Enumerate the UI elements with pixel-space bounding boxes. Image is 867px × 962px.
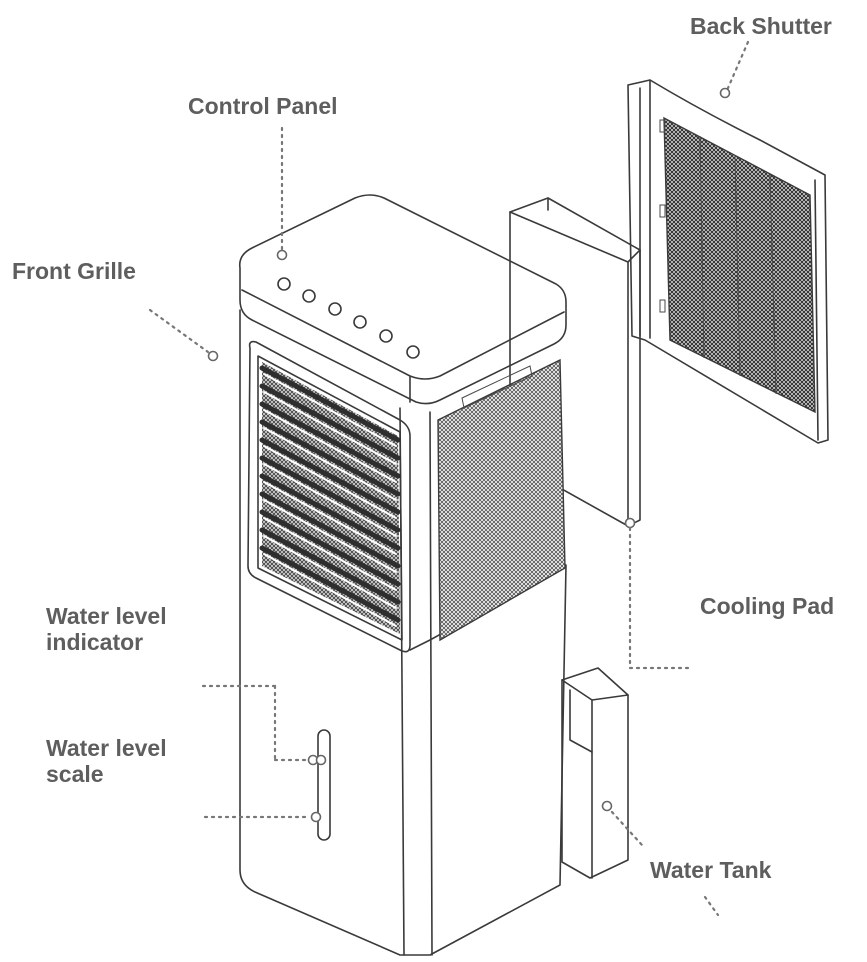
front-grille-label: Front Grille — [12, 258, 136, 284]
water-level-scale — [317, 729, 331, 841]
back-shutter-label: Back Shutter — [690, 13, 832, 39]
water-level-scale-label-line2: scale — [46, 761, 104, 787]
water-level-scale-label: Water level scale — [46, 735, 167, 787]
water-level-indicator-label-line1: Water level — [46, 603, 167, 629]
control-panel-buttons — [277, 277, 420, 359]
control-panel-label: Control Panel — [188, 93, 338, 119]
cooler-body — [238, 194, 567, 956]
front-grille — [247, 340, 411, 653]
water-tank-label: Water Tank — [650, 857, 772, 883]
water-level-scale-label-line1: Water level — [46, 735, 167, 761]
back-shutter — [627, 79, 829, 444]
water-level-indicator-label: Water level indicator — [46, 603, 167, 655]
water-tank — [561, 667, 629, 879]
water-level-indicator-label-line2: indicator — [46, 629, 144, 655]
leader-lines — [148, 40, 750, 917]
cooling-pad-label: Cooling Pad — [700, 593, 835, 619]
